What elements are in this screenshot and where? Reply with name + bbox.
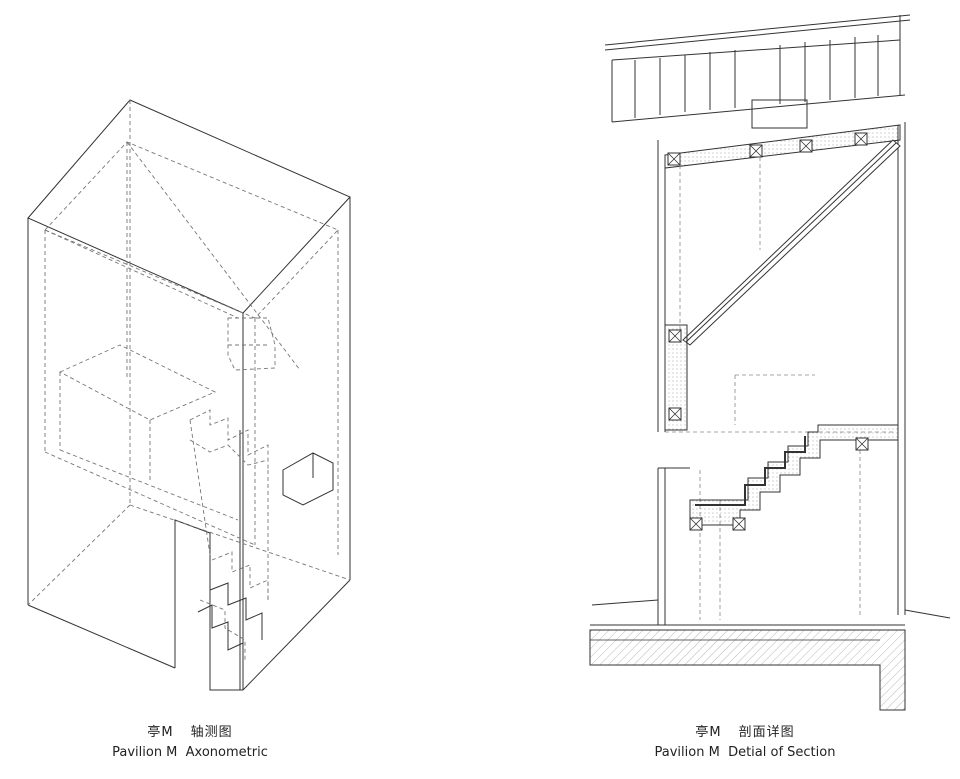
caption-section: 亭M 剖面详图 Pavilion M Detial of Section (590, 723, 900, 763)
caption-right-title-zh: 剖面详图 (738, 725, 795, 740)
caption-right-name: 亭M (695, 725, 722, 740)
caption-right-title-en: Pavilion M Detial of Section (654, 745, 836, 760)
caption-left-title-zh: 轴测图 (190, 725, 233, 740)
caption-left-title-en: Pavilion M Axonometric (112, 745, 268, 760)
caption-left-name: 亭M (147, 725, 174, 740)
caption-axonometric: 亭M 轴测图 Pavilion M Axonometric (40, 723, 340, 763)
